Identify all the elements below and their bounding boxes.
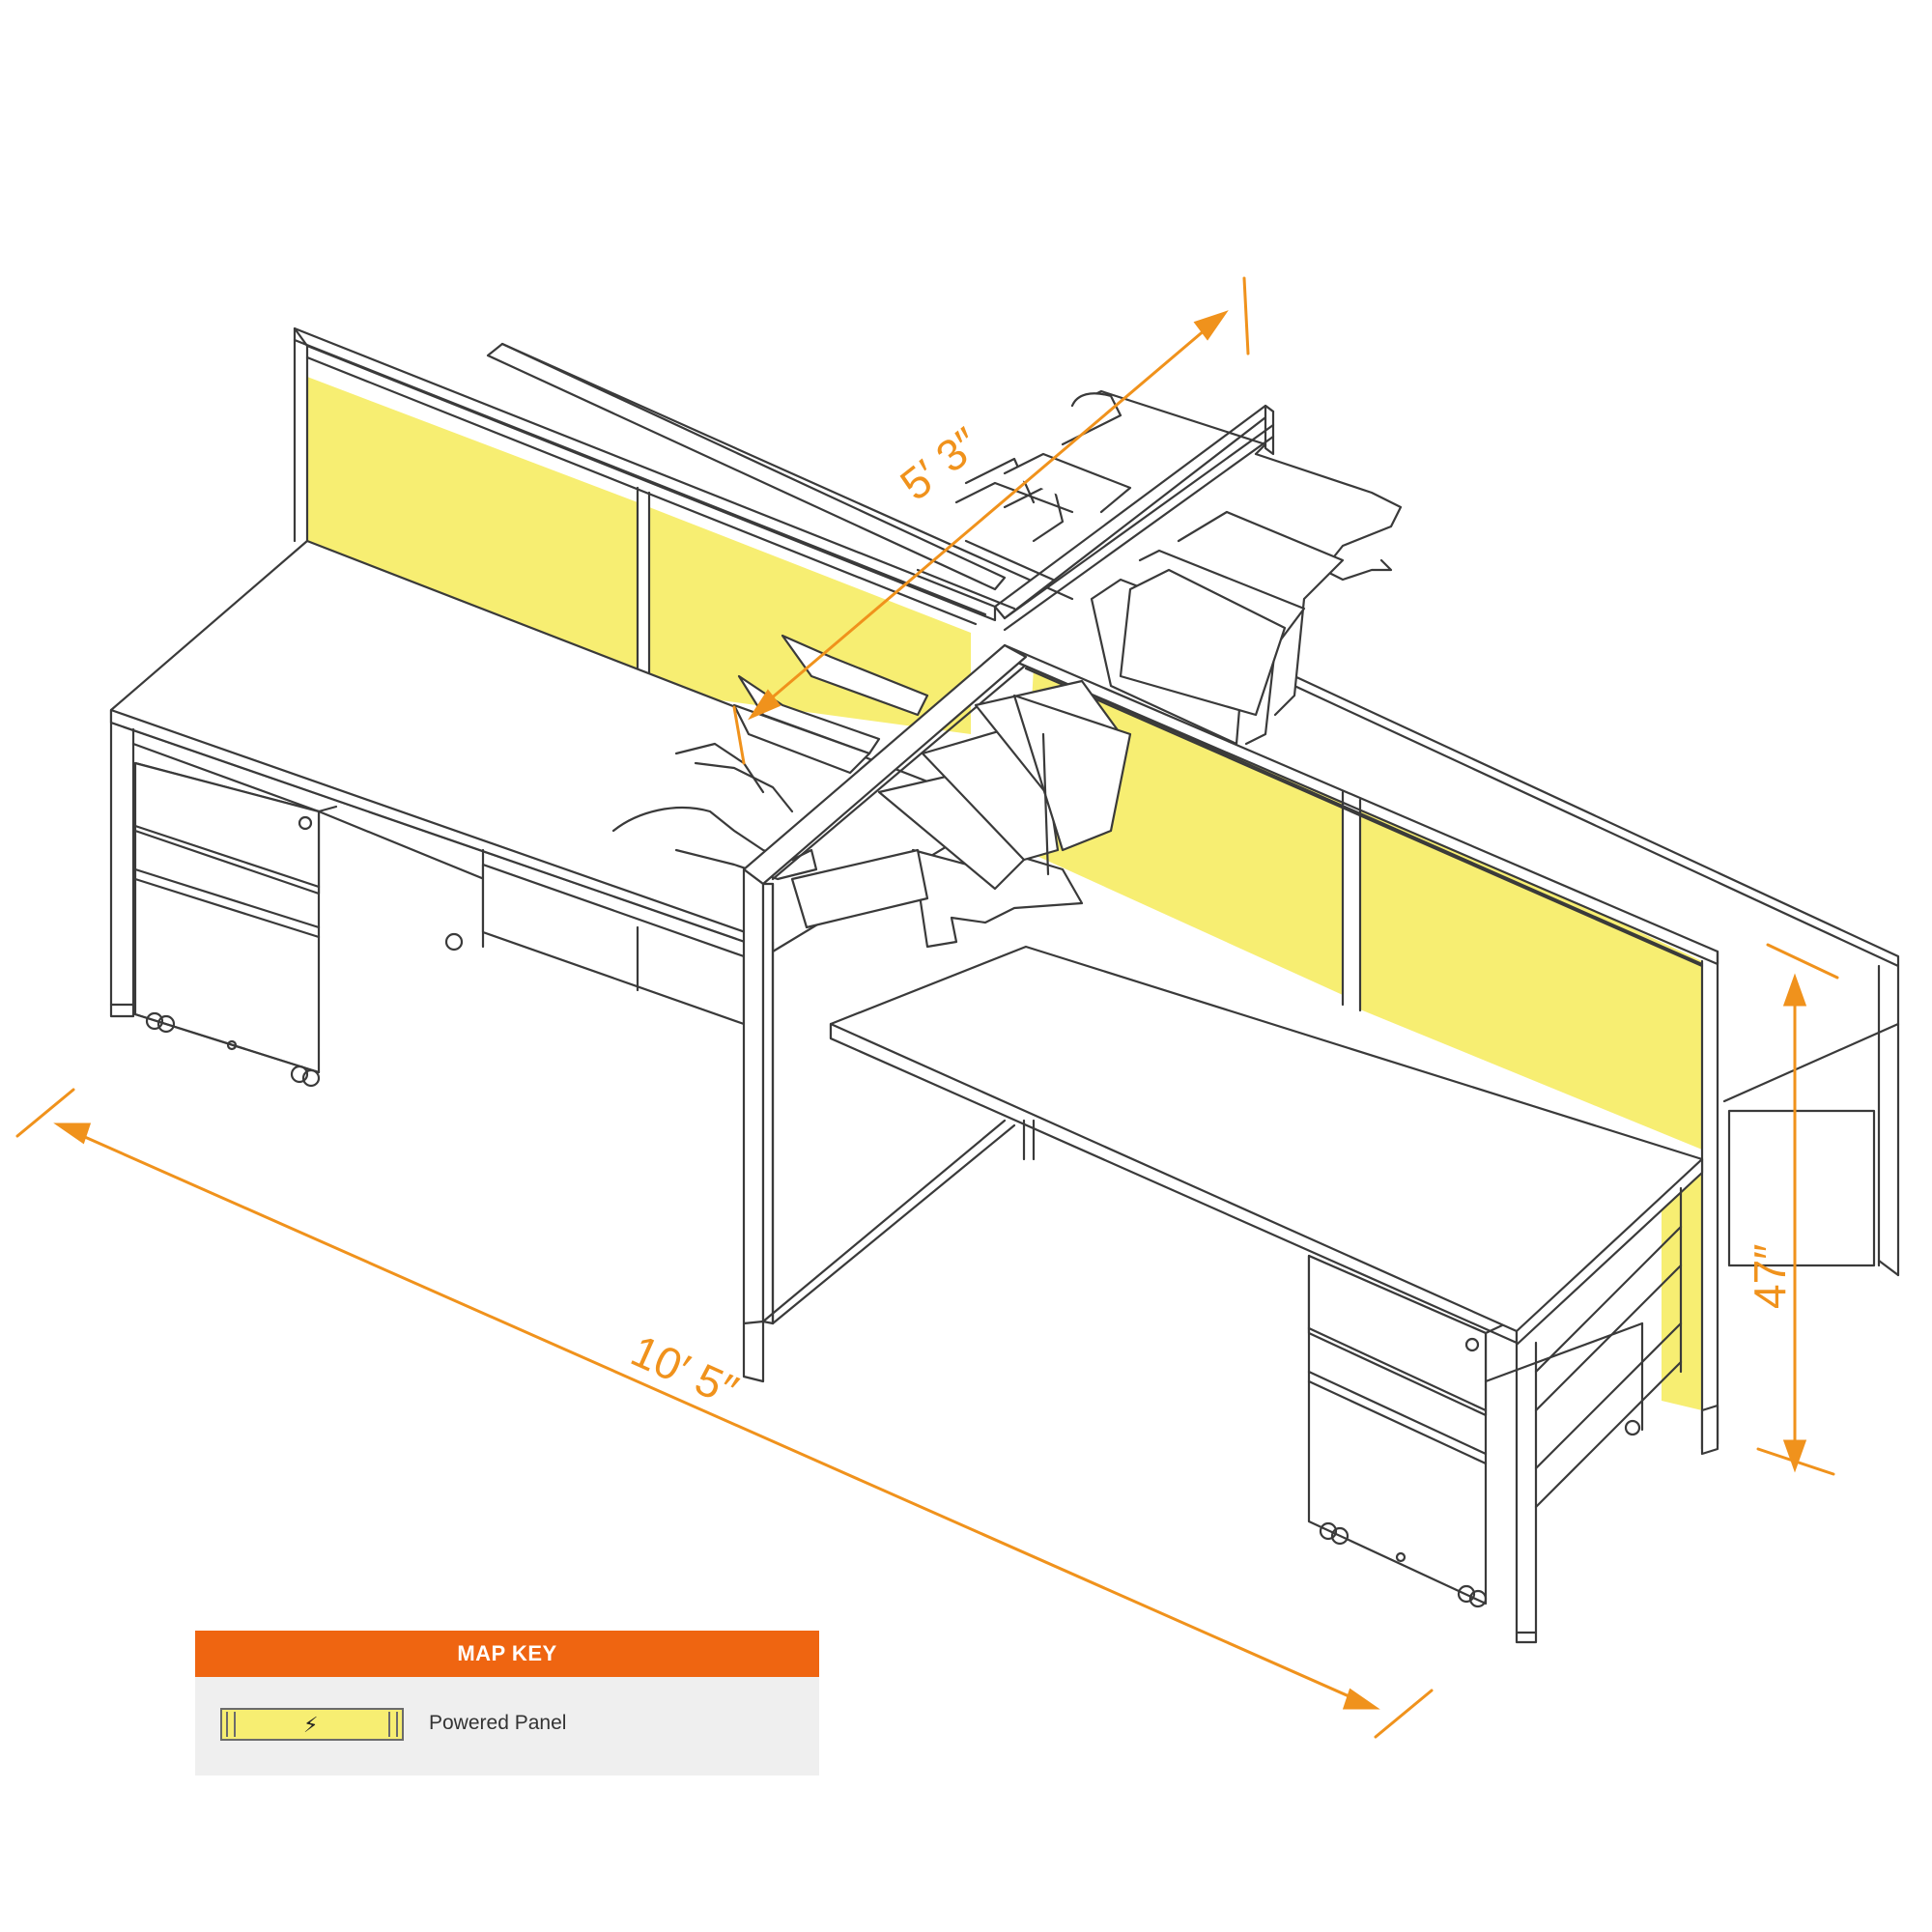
lightning-bolt-icon: ⚡︎ <box>303 1713 319 1737</box>
back-right-desk <box>1293 674 1900 1277</box>
center-spine-panel <box>993 404 1275 632</box>
arrow-head-icon <box>1342 1688 1380 1710</box>
right-front-desk <box>829 945 1704 1644</box>
depth-dimension-label: 5′ 3″ <box>891 417 989 510</box>
height-dimension-label: 47″ <box>1745 1244 1795 1309</box>
powered-panel-swatch: ⚡︎ <box>220 1708 404 1741</box>
arrow-head-icon <box>748 689 781 721</box>
map-key-item: ⚡︎ Powered Panel <box>195 1677 819 1776</box>
map-key-item-label: Powered Panel <box>429 1712 567 1734</box>
arrow-head-icon <box>53 1122 92 1145</box>
map-key-title: MAP KEY <box>195 1631 819 1677</box>
front-right-trays <box>790 679 1132 949</box>
length-dimension-line <box>68 1128 1364 1704</box>
back-left-trays <box>916 392 1132 611</box>
dimension-lines <box>15 276 1839 1739</box>
back-right-trays <box>964 389 1403 746</box>
left-powered-panel <box>293 327 997 734</box>
back-left-desk <box>486 342 1074 601</box>
arrow-head-icon <box>1782 1439 1807 1473</box>
arrow-head-icon <box>1782 973 1807 1007</box>
center-end-post <box>742 643 1028 1383</box>
arrow-head-icon <box>1193 310 1229 341</box>
map-key: MAP KEY ⚡︎ Powered Panel <box>195 1631 819 1776</box>
depth-dimension-line <box>761 322 1214 707</box>
